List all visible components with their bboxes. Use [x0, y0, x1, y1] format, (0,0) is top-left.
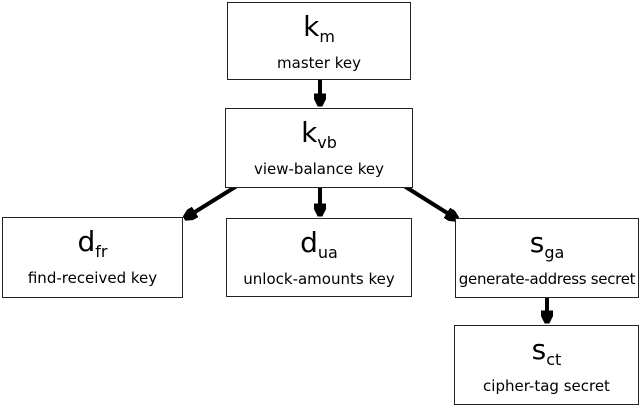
- cipher-tag-secret-label: cipher-tag secret: [483, 377, 610, 395]
- master-key-label: master key: [277, 54, 361, 72]
- view-balance-key-label: view-balance key: [253, 160, 385, 178]
- symbol-base: k: [303, 10, 320, 43]
- generate-address-secret-label: generate-address secret: [458, 270, 636, 288]
- find-received-key-symbol: dfr: [78, 225, 108, 260]
- node-unlock-amounts-key: dua unlock-amounts key: [226, 218, 412, 297]
- symbol-base: k: [301, 116, 318, 149]
- generate-address-secret-symbol: sga: [530, 226, 565, 261]
- symbol-base: s: [531, 333, 547, 366]
- symbol-subscript: ua: [317, 243, 338, 262]
- master-key-symbol: km: [303, 10, 335, 45]
- find-received-key-label: find-received key: [27, 269, 158, 287]
- node-cipher-tag-secret: sct cipher-tag secret: [454, 325, 639, 405]
- symbol-base: s: [529, 226, 545, 259]
- symbol-base: d: [77, 225, 96, 258]
- node-view-balance-key: kvb view-balance key: [225, 108, 413, 188]
- node-generate-address-secret: sga generate-address secret: [455, 218, 639, 298]
- cipher-tag-secret-symbol: sct: [532, 333, 562, 368]
- node-find-received-key: dfr find-received key: [2, 217, 183, 298]
- symbol-subscript: ct: [546, 350, 562, 369]
- arrow-kvb-to-sga: [399, 182, 456, 219]
- unlock-amounts-key-symbol: dua: [300, 226, 338, 261]
- arrow-kvb-to-dfr: [186, 182, 242, 218]
- symbol-subscript: vb: [317, 133, 337, 152]
- symbol-base: d: [300, 226, 318, 259]
- unlock-amounts-key-label: unlock-amounts key: [243, 270, 395, 288]
- symbol-subscript: m: [319, 27, 335, 46]
- node-master-key: km master key: [227, 2, 411, 80]
- symbol-subscript: fr: [95, 242, 108, 261]
- view-balance-key-symbol: kvb: [301, 116, 337, 151]
- symbol-subscript: ga: [544, 243, 565, 262]
